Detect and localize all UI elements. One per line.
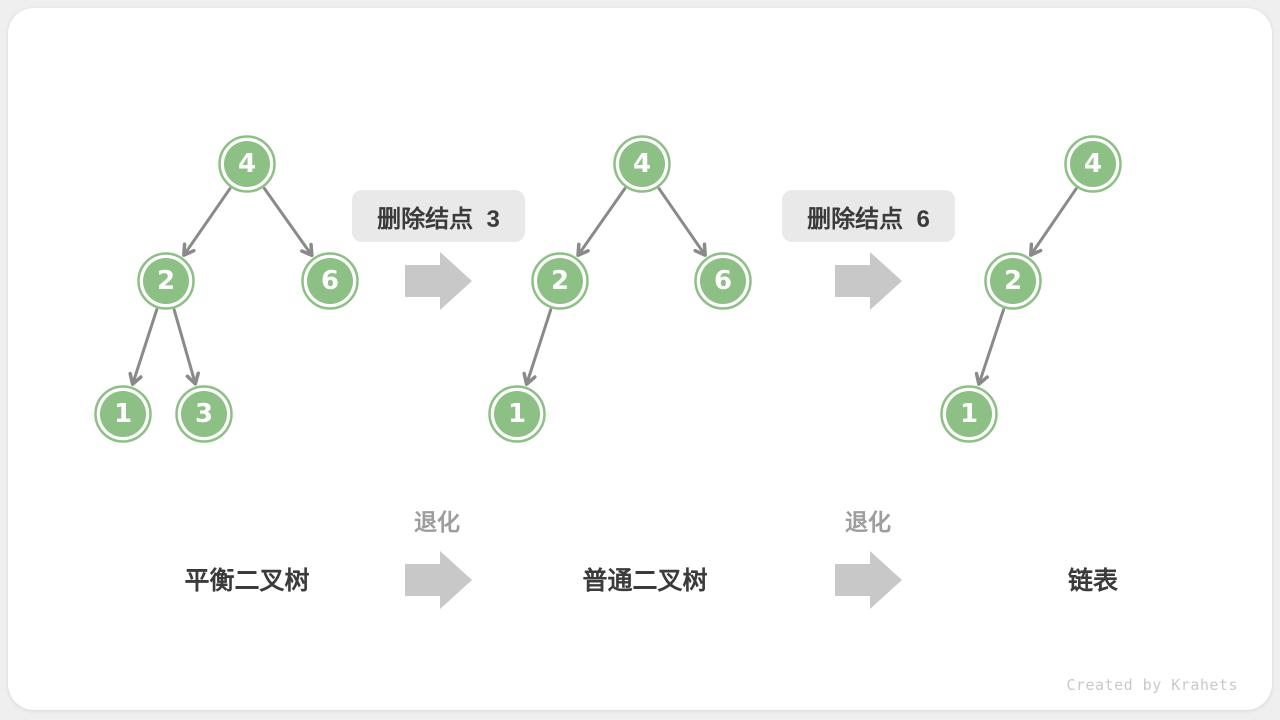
delete-node-6-badge: 删除结点 6	[782, 190, 955, 242]
delete-step-arrow-icon	[405, 252, 472, 310]
node-value: 2	[1004, 266, 1022, 296]
tree-linked-list: 4 2 1	[940, 135, 1122, 443]
node-body	[143, 258, 189, 304]
delete-node-3-badge: 删除结点 3	[352, 190, 525, 242]
node-body	[100, 391, 146, 437]
node-value: 1	[960, 399, 978, 429]
node-value: 1	[114, 399, 132, 429]
edge-2-1	[974, 308, 1006, 386]
node-4: 4	[218, 135, 276, 193]
diagram-card	[8, 8, 1272, 710]
edge-4-2	[182, 187, 232, 257]
node-ring	[218, 135, 276, 193]
degrade-arrow-icon	[405, 551, 472, 609]
node-ring	[488, 385, 546, 443]
node-body	[1070, 141, 1116, 187]
node-ring	[984, 252, 1042, 310]
node-6: 6	[301, 252, 359, 310]
node-value: 2	[157, 266, 175, 296]
node-body	[494, 391, 540, 437]
node-body	[224, 141, 270, 187]
node-ring	[175, 385, 233, 443]
node-value: 4	[238, 149, 256, 179]
node-value: 6	[714, 266, 732, 296]
node-6: 6	[694, 252, 752, 310]
node-2: 2	[984, 252, 1042, 310]
node-2: 2	[531, 252, 589, 310]
edge-4-2	[1028, 187, 1078, 257]
node-ring	[301, 252, 359, 310]
edge-2-3	[172, 308, 200, 386]
node-body	[619, 141, 665, 187]
edge-4-6	[657, 187, 707, 257]
node-value: 6	[321, 266, 339, 296]
watermark-credit: Created by Krahets	[1066, 676, 1238, 694]
edge-2-1	[128, 308, 159, 386]
degrade-label: 退化	[845, 509, 891, 535]
node-3: 3	[175, 385, 233, 443]
node-1: 1	[940, 385, 998, 443]
node-body	[307, 258, 353, 304]
node-ring	[1064, 135, 1122, 193]
stage-label-ordinary-binary-tree: 普通二叉树	[582, 567, 708, 595]
node-body	[990, 258, 1036, 304]
edge-4-6	[262, 187, 314, 258]
tree-balanced: 4 2 6 1 3	[94, 135, 359, 443]
node-ring	[613, 135, 671, 193]
node-body	[537, 258, 583, 304]
node-body	[700, 258, 746, 304]
node-value: 4	[1084, 149, 1102, 179]
node-value: 3	[195, 399, 213, 429]
stage-label-linked-list: 链表	[1067, 567, 1118, 595]
edge-4-2	[576, 187, 627, 258]
node-1: 1	[488, 385, 546, 443]
node-ring	[137, 252, 195, 310]
tree-ordinary: 4 2 6 1	[488, 135, 752, 443]
node-value: 4	[633, 149, 651, 179]
degrade-label: 退化	[414, 509, 460, 535]
node-4: 4	[613, 135, 671, 193]
edge-2-1	[522, 308, 553, 386]
node-4: 4	[1064, 135, 1122, 193]
node-ring	[694, 252, 752, 310]
node-body	[946, 391, 992, 437]
node-ring	[531, 252, 589, 310]
degrade-arrow-icon	[835, 551, 902, 609]
node-ring	[940, 385, 998, 443]
node-value: 2	[551, 266, 569, 296]
delete-step-arrow-icon	[835, 252, 902, 310]
node-1: 1	[94, 385, 152, 443]
node-value: 1	[508, 399, 526, 429]
node-2: 2	[137, 252, 195, 310]
node-ring	[94, 385, 152, 443]
stage-label-balanced-binary-tree: 平衡二叉树	[184, 567, 310, 595]
node-body	[181, 391, 227, 437]
